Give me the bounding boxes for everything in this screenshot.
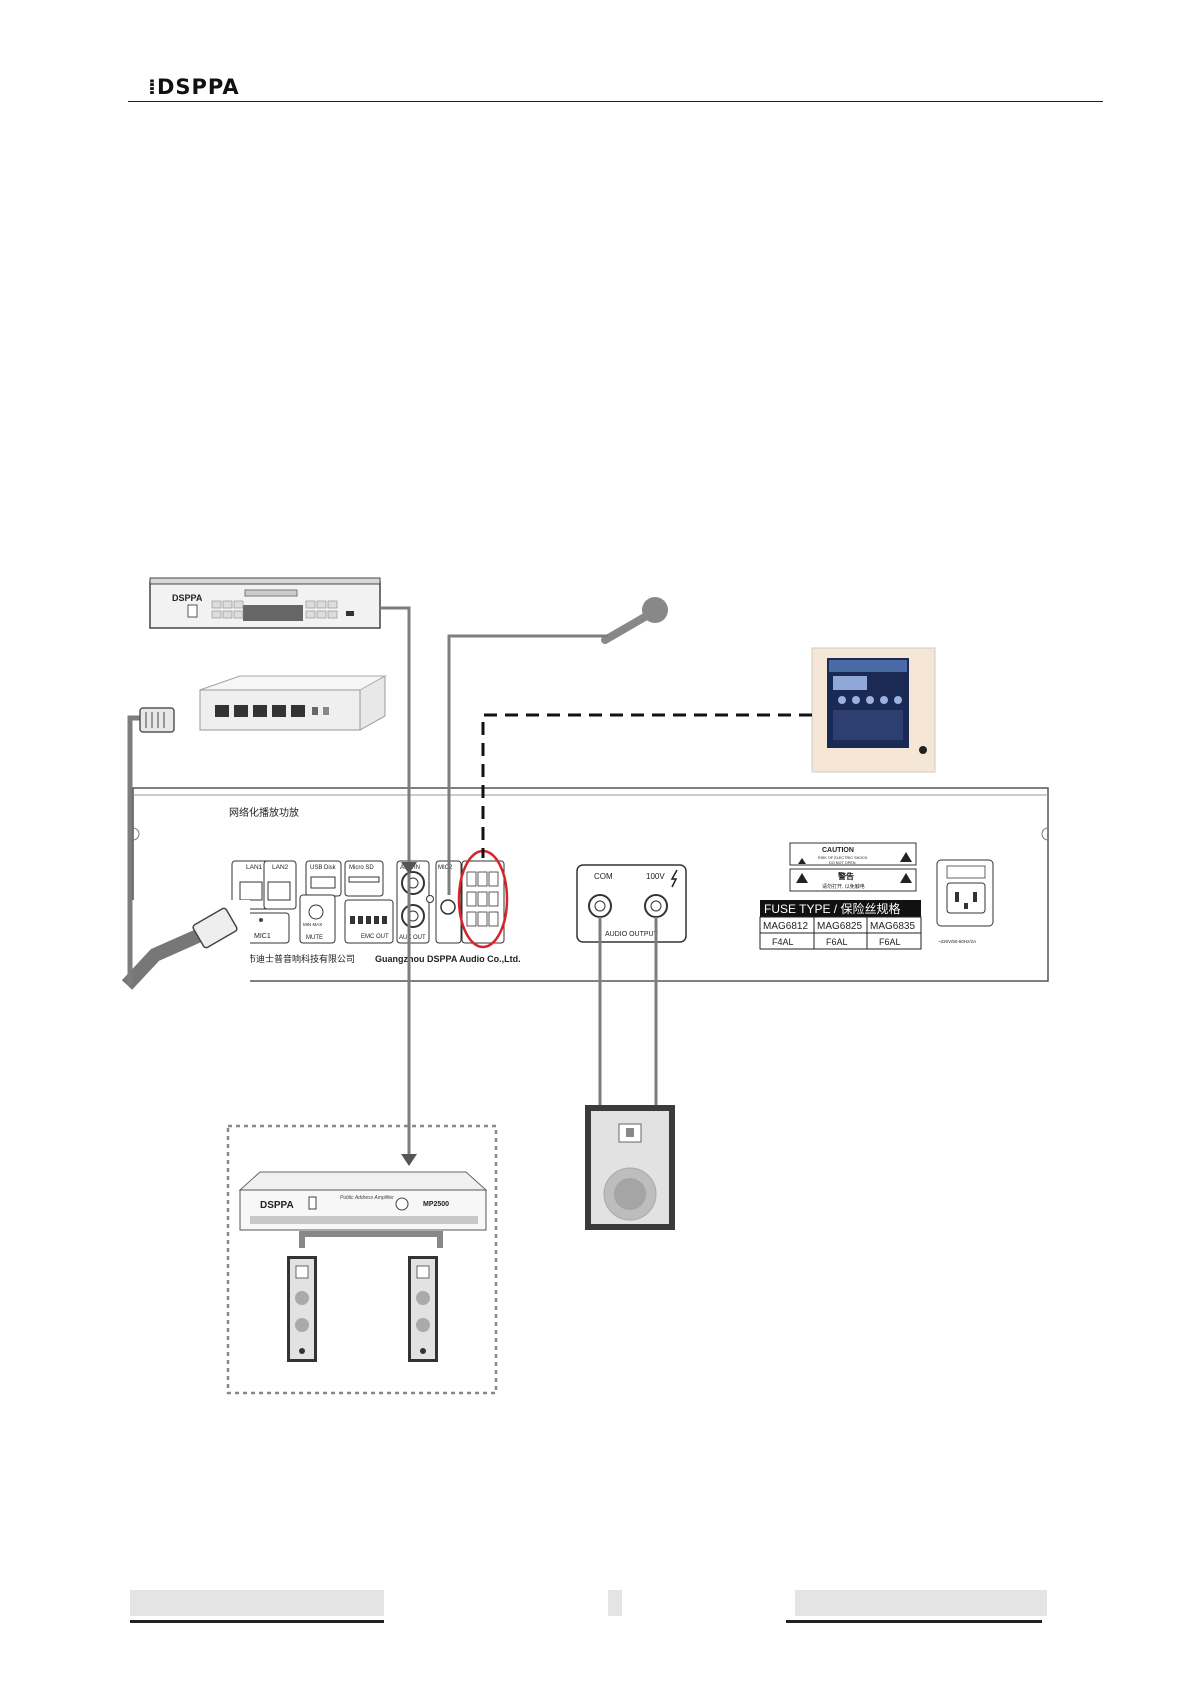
company-name-cn: 市迪士普音响科技有限公司 [247, 953, 355, 964]
mute-label: MUTE [306, 935, 323, 941]
fuse-table: FUSE TYPE / 保险丝规格 MAG6812 MAG6825 MAG683… [759, 900, 922, 950]
audio-output-label: AUDIO OUTPUT [605, 931, 659, 938]
microphone-icon [601, 597, 668, 644]
company-name-en: Guangzhou DSPPA Audio Co.,Ltd. [375, 954, 521, 964]
amp-model-label: MP2500 [423, 1201, 449, 1208]
usb-label: USB Disk [310, 865, 337, 871]
footer-page-marker [608, 1590, 622, 1616]
amp-description: Public Address Amplifier [340, 1195, 394, 1201]
warning-triangle-icon [900, 873, 912, 883]
footer-line-right [786, 1620, 1042, 1623]
mic1-label: MIC1 [254, 933, 271, 940]
arrow-down-icon [401, 862, 417, 874]
warning-cn-label: 警告 [837, 871, 854, 881]
player-to-aux-in-cable [380, 606, 411, 870]
aux-out-label: AUX OUT [399, 935, 426, 941]
control-terminal-block [457, 849, 509, 949]
wall-control-panel-device [811, 647, 936, 773]
100v-label: 100V [646, 872, 665, 881]
warning-cn-sub: 请勿打开, 以免触电 [822, 883, 865, 890]
mic2-label: MIC2 [438, 865, 453, 871]
footer-bar-right [795, 1590, 1047, 1616]
logo-text: DSPPA [156, 75, 240, 99]
logo-mark-icon: ⁞ [148, 75, 157, 99]
power-rating-label: ~220V/50-60Hz/2A [938, 939, 976, 944]
emc-out-label: EMC OUT [361, 934, 389, 940]
panel-title: 网络化播放功放 [229, 806, 299, 819]
fuse-value: F6AL [879, 937, 901, 947]
fuse-model: MAG6835 [870, 921, 915, 932]
media-player-device: DSPPA [149, 577, 381, 629]
arrow-down-icon [401, 1154, 417, 1166]
caution-sub2: DO NOT OPEN [829, 861, 856, 865]
fuse-model: MAG6825 [817, 921, 862, 932]
header-rule [128, 101, 1103, 102]
com-label: COM [594, 872, 613, 881]
network-switch-device [199, 675, 387, 731]
fuse-value: F4AL [772, 937, 794, 947]
caution-label: CAUTION [822, 847, 854, 854]
lan2-label: LAN2 [272, 864, 289, 871]
amplifier-rear-panel: 网络化播放功放 LAN1 LAN2 USB Disk Micro SD MIC1… [132, 787, 1049, 982]
footer-line-left [130, 1620, 384, 1623]
player-brand-label: DSPPA [172, 593, 203, 603]
lan1-label: LAN1 [246, 864, 263, 871]
power-inlet: ~220V/50-60Hz/2A [936, 859, 994, 944]
min-max-label: MIN MAX [303, 922, 322, 927]
fuse-value: F6AL [826, 937, 848, 947]
voltage-warning-icon [670, 869, 678, 888]
wall-speaker-device [585, 1105, 675, 1230]
warning-triangle-icon [900, 852, 912, 862]
column-speaker-right [408, 1256, 438, 1362]
amp-brand-label: DSPPA [260, 1200, 294, 1211]
caution-sub1: RISK OF ELECTRIC SHOCK [818, 856, 868, 860]
network-cable-plug-icon [120, 718, 250, 990]
warning-triangle-icon [798, 858, 806, 864]
fuse-model: MAG6812 [763, 921, 808, 932]
footer-bar-left [130, 1590, 384, 1616]
extension-amplifier-group: DSPPA Public Address Amplifier MP2500 [226, 1124, 498, 1395]
control-panel-dashed-cable [481, 713, 812, 858]
warning-triangle-icon [796, 873, 808, 883]
column-speaker-left [287, 1256, 317, 1362]
dsppa-logo: ⁞DSPPA [148, 75, 240, 99]
mic-to-mic2-cable [447, 634, 608, 895]
micro-sd-label: Micro SD [349, 865, 374, 871]
fuse-title: FUSE TYPE / 保险丝规格 [764, 901, 900, 916]
signal-cables [380, 606, 658, 1162]
